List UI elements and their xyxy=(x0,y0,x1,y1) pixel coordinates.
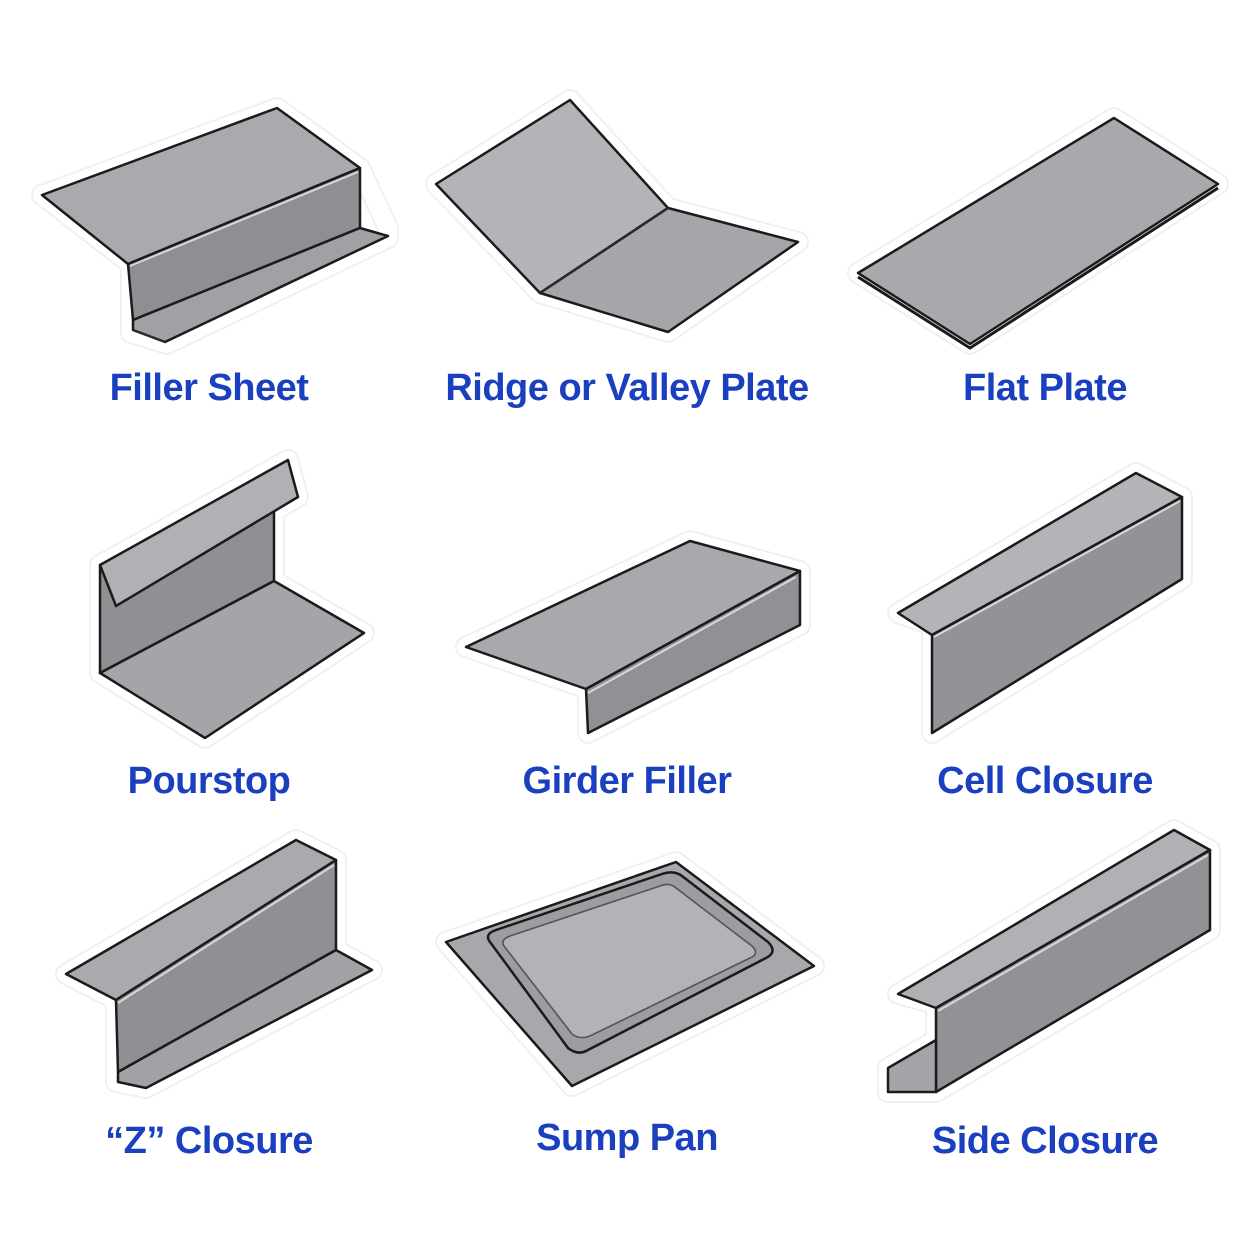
label-pourstop: Pourstop xyxy=(127,760,291,802)
label-side-closure: Side Closure xyxy=(931,1120,1159,1162)
item-sump-pan: Sump Pan xyxy=(418,830,836,1220)
item-side-closure: Side Closure xyxy=(836,819,1254,1220)
girder-filler-icon xyxy=(455,530,811,744)
item-z-closure: “Z” Closure xyxy=(0,829,418,1220)
label-ridge-valley-plate: Ridge or Valley Plate xyxy=(445,367,809,409)
sump-pan-icon xyxy=(435,851,825,1097)
label-filler-sheet: Filler Sheet xyxy=(109,367,309,409)
label-flat-plate: Flat Plate xyxy=(963,367,1127,409)
ridge-valley-plate-icon xyxy=(425,89,809,343)
label-sump-pan: Sump Pan xyxy=(536,1117,718,1159)
pourstop-icon xyxy=(89,449,375,749)
label-girder-filler: Girder Filler xyxy=(522,760,732,802)
filler-sheet-icon xyxy=(31,97,399,355)
item-cell-closure: Cell Closure xyxy=(836,455,1254,845)
item-ridge-valley-plate: Ridge or Valley Plate xyxy=(418,80,836,470)
label-cell-closure: Cell Closure xyxy=(937,760,1153,802)
side-closure-icon xyxy=(877,819,1221,1103)
label-z-closure: “Z” Closure xyxy=(105,1120,313,1162)
flat-plate-icon xyxy=(847,107,1229,355)
item-filler-sheet: Filler Sheet xyxy=(0,80,418,470)
item-flat-plate: Flat Plate xyxy=(836,80,1254,470)
z-closure-icon xyxy=(55,829,383,1099)
item-pourstop: Pourstop xyxy=(0,449,418,845)
item-girder-filler: Girder Filler xyxy=(418,455,836,845)
cell-closure-icon xyxy=(887,462,1193,744)
